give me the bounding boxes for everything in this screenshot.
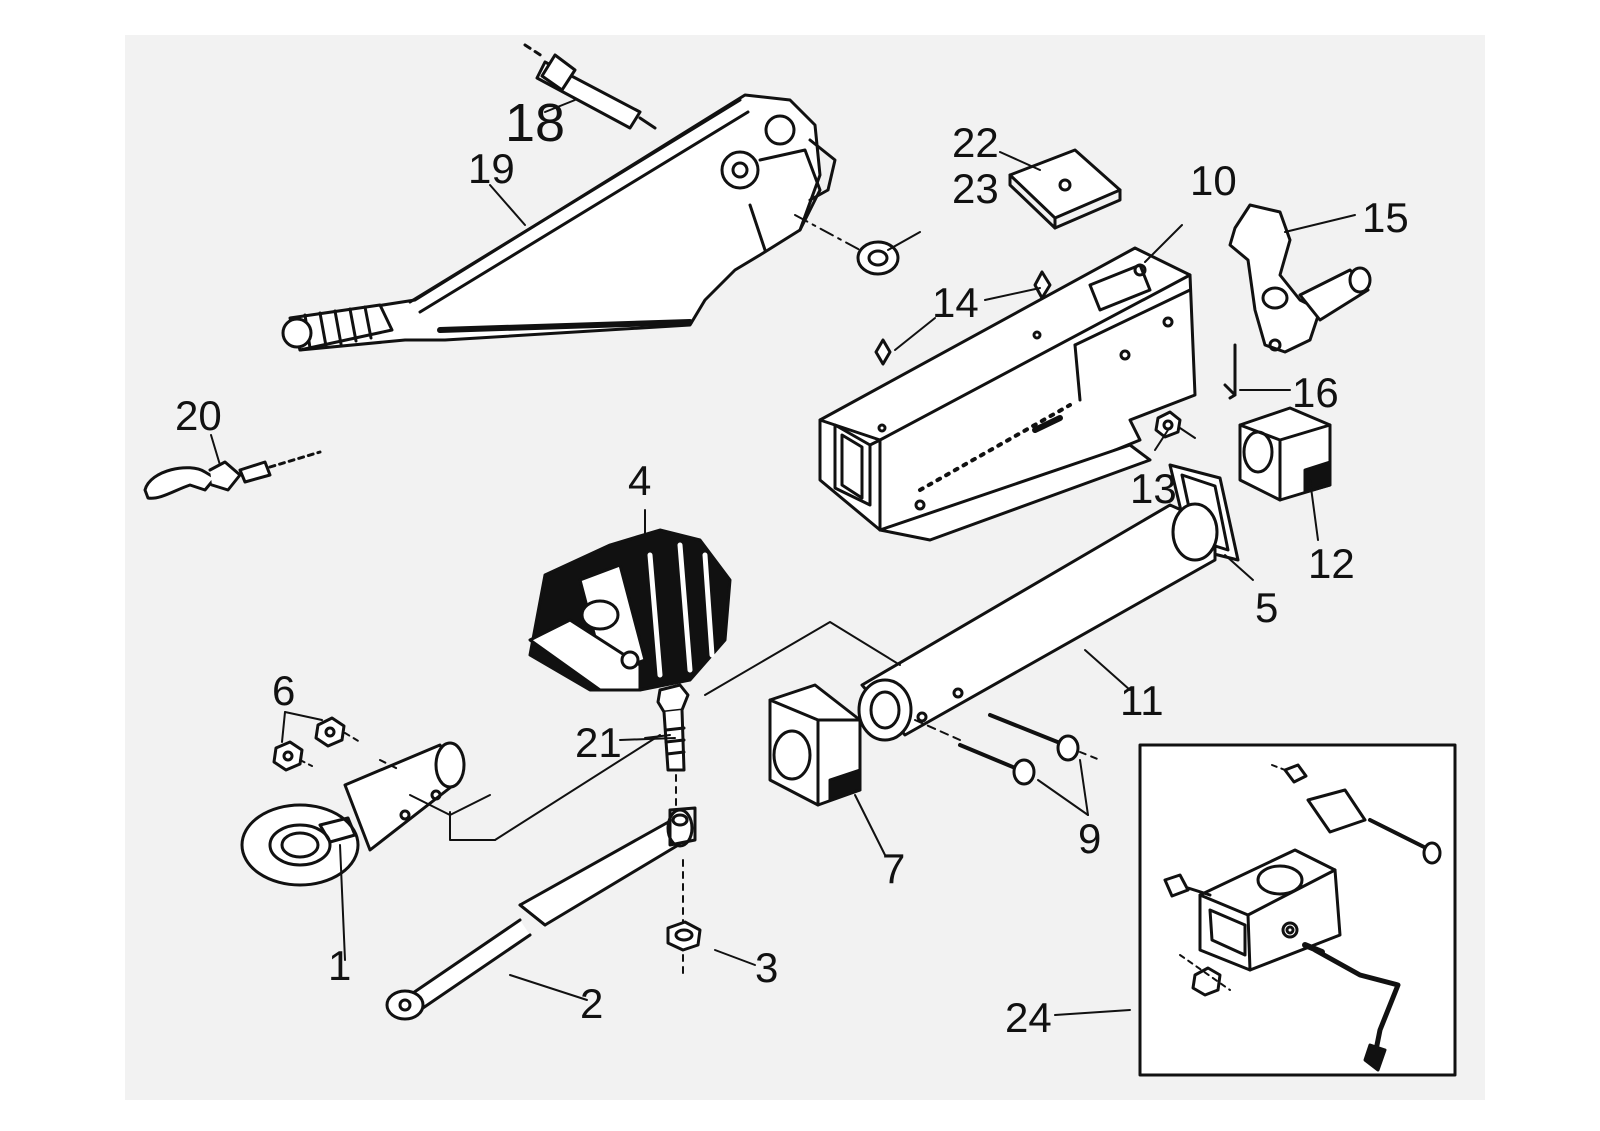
bolt-part-21: [656, 683, 690, 806]
callout-18: 18: [505, 93, 566, 153]
callout-3: 3: [755, 944, 779, 991]
callout-13: 13: [1130, 465, 1177, 512]
leader-lines: [210, 99, 1356, 1016]
callout-5: 5: [1255, 584, 1279, 631]
shock-absorber-part-2: [385, 806, 697, 1021]
callout-14: 14: [932, 279, 979, 326]
pins-part-14: [874, 270, 1052, 366]
callout-22: 22: [952, 119, 999, 166]
callout-20: 20: [175, 392, 222, 439]
callout-12: 12: [1308, 540, 1355, 587]
callout-2: 2: [580, 980, 604, 1027]
bushing-part-7: [768, 683, 862, 807]
callout-10: 10: [1190, 157, 1237, 204]
callout-4: 4: [628, 457, 652, 504]
bolt-part-18: [523, 43, 657, 130]
callout-9: 9: [1078, 815, 1102, 862]
callout-1: 1: [328, 942, 352, 989]
bellows-part-4: [528, 528, 732, 692]
plate-part-22: [1008, 148, 1122, 230]
spring-clip-part-20: [143, 450, 322, 500]
callout-24: 24: [1005, 994, 1052, 1041]
nuts-part-6: [272, 716, 361, 772]
latch-handle-part-15: [1228, 203, 1372, 354]
callout-7: 7: [882, 845, 906, 892]
callout-6: 6: [272, 667, 296, 714]
bolts-part-9: [914, 713, 1101, 786]
callout-16: 16: [1292, 369, 1339, 416]
callout-11: 11: [1120, 677, 1164, 724]
callout-21: 21: [575, 719, 622, 766]
callout-19: 19: [468, 145, 515, 192]
coupling-housing-part-10: [818, 246, 1197, 542]
bushing-part-12: [1238, 406, 1332, 502]
drawbar-tube-part-11: [857, 502, 1219, 742]
handbrake-lever-part-19: [281, 93, 837, 352]
nut-part-3: [666, 920, 702, 976]
inset-part-24: [1138, 743, 1457, 1077]
callout-15: 15: [1362, 194, 1409, 241]
callout-23: 23: [952, 165, 999, 212]
towing-eye-part-1: [240, 734, 661, 887]
clip-pin-part-16: [1223, 343, 1237, 400]
